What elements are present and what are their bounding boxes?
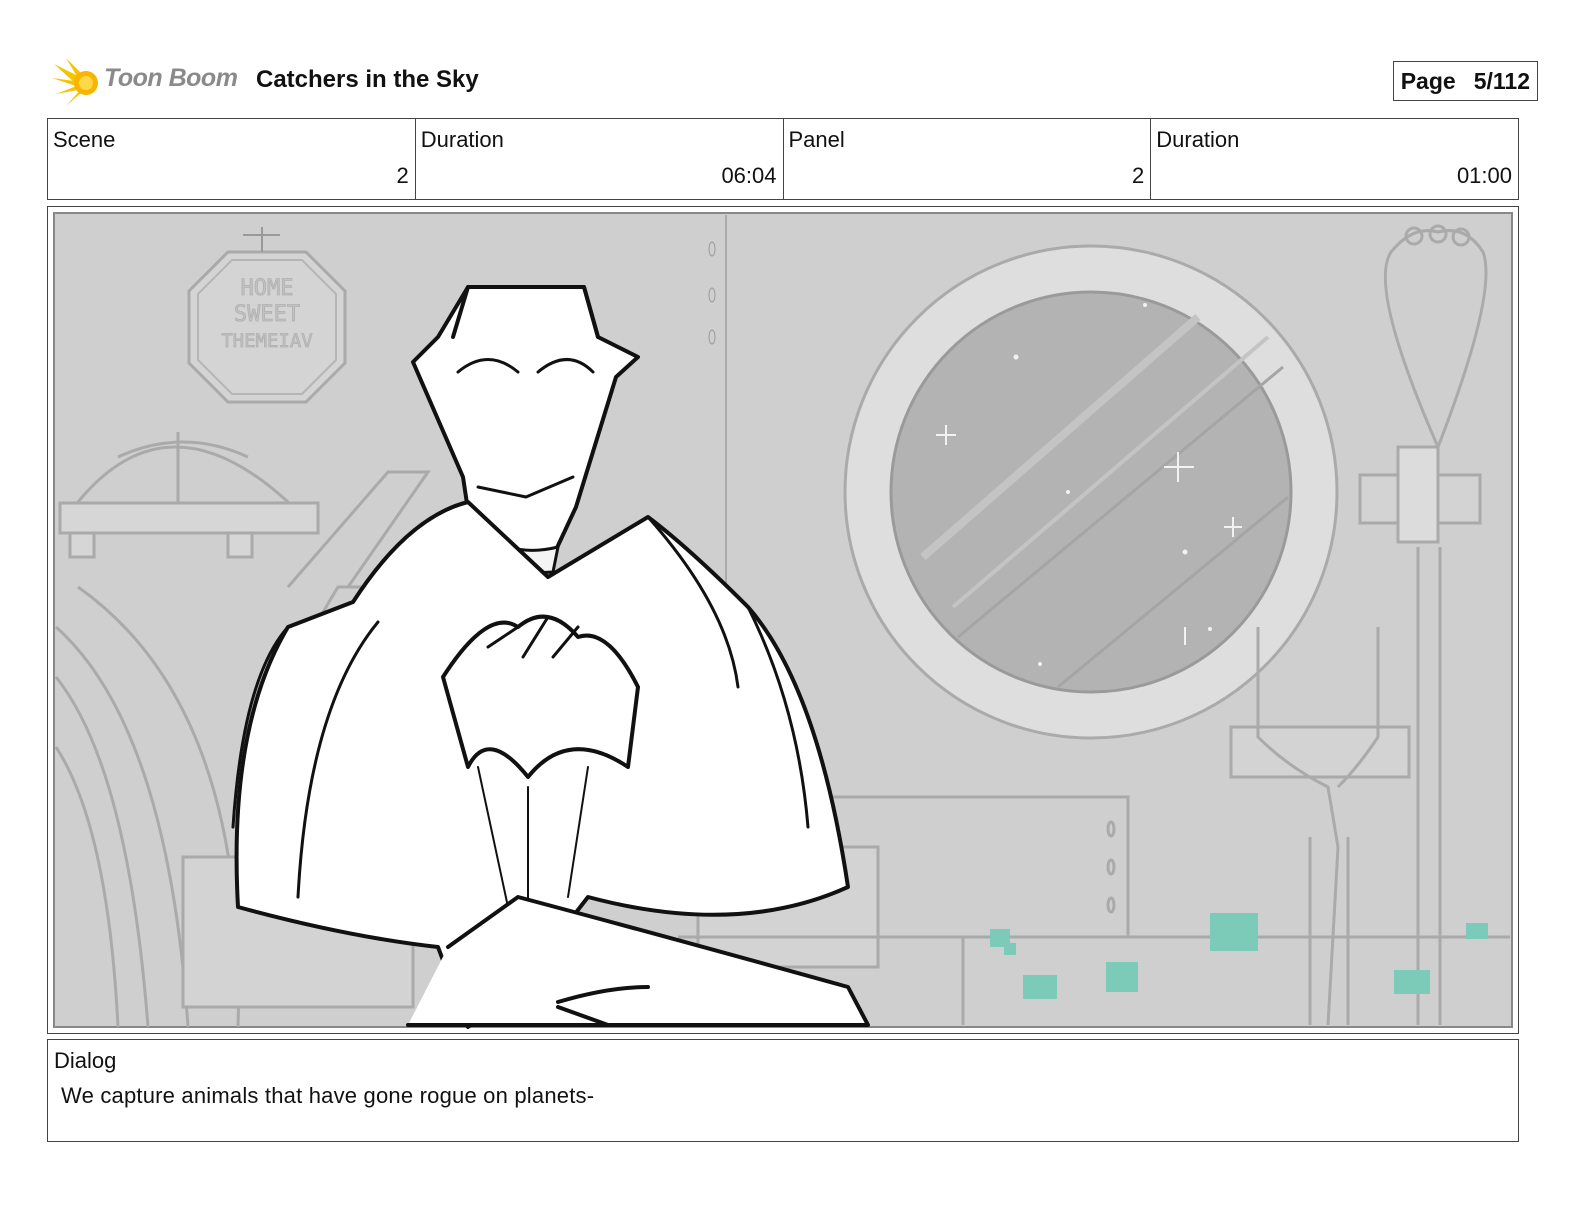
panel-cell: Panel 2	[784, 119, 1152, 199]
dialog-box: Dialog We capture animals that have gone…	[47, 1039, 1519, 1142]
page-header: Toon Boom Catchers in the Sky Page 5/112	[52, 52, 1538, 110]
dialog-text: We capture animals that have gone rogue …	[61, 1083, 595, 1108]
scene-duration-value: 06:04	[721, 163, 777, 188]
scene-duration-cell: Duration 06:04	[416, 119, 784, 199]
dialog-label: Dialog	[54, 1048, 117, 1073]
sign-line-3: THEMEIAV	[221, 330, 313, 352]
porthole-window	[843, 244, 1339, 740]
panel-duration-value: 01:00	[1456, 163, 1512, 188]
sign-line-1: HOME	[241, 276, 294, 301]
wall-device	[1229, 224, 1488, 1026]
scene-duration-label: Duration	[420, 127, 504, 152]
scene-label: Scene	[53, 127, 116, 152]
scene-value: 2	[396, 163, 409, 188]
panel-drawing: HOME SWEET THEMEIAV	[53, 212, 1513, 1029]
sign-line-2: SWEET	[234, 302, 300, 327]
toon-boom-logo: Toon Boom	[52, 56, 242, 108]
storyboard-panel: HOME SWEET THEMEIAV	[47, 206, 1519, 1034]
page-label: Page	[1400, 67, 1456, 94]
scene-cell: Scene 2	[48, 119, 416, 199]
page-indicator: Page 5/112	[1392, 61, 1538, 101]
teal-blocks	[990, 913, 1488, 999]
panel-value: 2	[1132, 163, 1145, 188]
home-sign: HOME SWEET THEMEIAV	[187, 227, 347, 404]
project-title: Catchers in the Sky	[256, 66, 479, 93]
page-number: 5/112	[1473, 67, 1530, 94]
panel-duration-label: Duration	[1156, 127, 1240, 152]
starburst-icon	[52, 58, 98, 106]
panel-duration-cell: Duration 01:00	[1151, 119, 1518, 199]
scene-info-row: Scene 2 Duration 06:04 Panel 2 Duration …	[47, 118, 1519, 200]
logo-wordmark: Toon Boom	[104, 64, 238, 92]
dome-shelf	[58, 432, 320, 559]
alien-character	[231, 285, 870, 1029]
panel-label: Panel	[788, 127, 845, 152]
